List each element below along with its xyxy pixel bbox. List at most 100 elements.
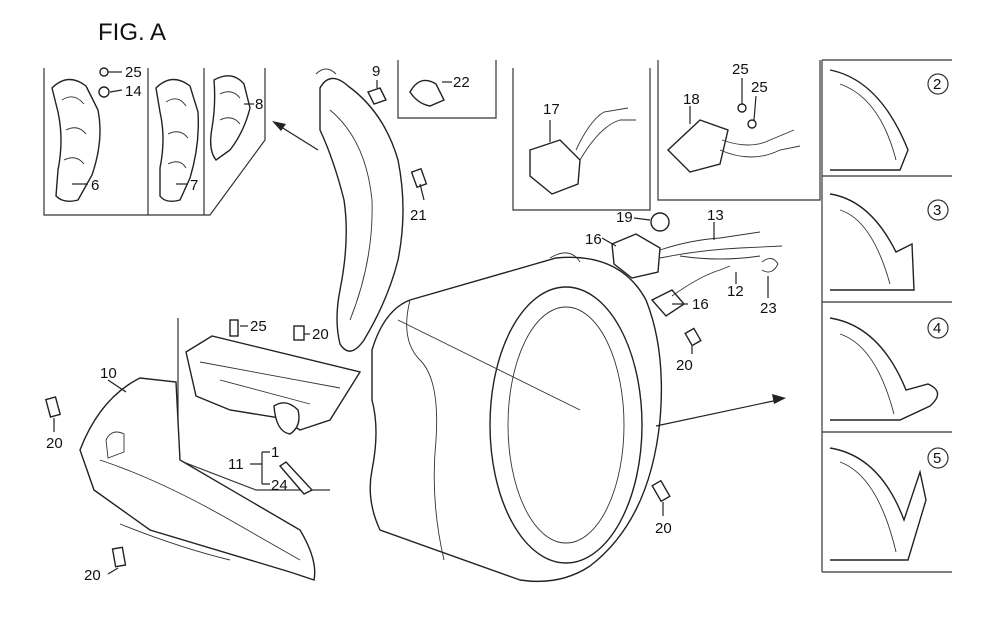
- clip-9-shape: [367, 87, 387, 105]
- leader-21: [419, 183, 425, 201]
- detail-2-marker: [927, 73, 949, 95]
- shroud-part-7-detail: [165, 98, 189, 169]
- detail-column: [821, 59, 952, 573]
- leader-10: [107, 379, 127, 393]
- bracket-plate: [185, 335, 362, 431]
- leader-16a: [601, 237, 617, 247]
- clip-22-shape: [409, 79, 445, 107]
- bolt-20-wiring: [684, 327, 702, 347]
- wire-harness-13: [659, 231, 783, 260]
- label-20-left: 20: [46, 435, 63, 452]
- switch-16-lower: [650, 289, 686, 317]
- detail-4-ring: [839, 333, 895, 415]
- upper-shroud-body: [319, 77, 404, 352]
- arrow-to-details-line: [655, 399, 779, 427]
- lower-cover-slot: [105, 431, 125, 459]
- figure-title: FIG. A: [98, 19, 166, 46]
- pin-24: [278, 461, 314, 495]
- label-18: 18: [683, 91, 700, 108]
- clip-9: [367, 80, 387, 105]
- bolt-21: [410, 167, 428, 189]
- arrow-to-inset-head: [272, 121, 286, 131]
- lower-cover-flange: [119, 523, 231, 561]
- housing-center-line: [397, 319, 581, 411]
- bolt-20-bracket: [293, 325, 305, 341]
- label-20-wiring: 20: [676, 357, 693, 374]
- bolt-20-left: [44, 396, 62, 418]
- lower-cover-body: [79, 377, 316, 581]
- label-20-housing: 20: [655, 520, 672, 537]
- shroud-part-6-detail: [61, 96, 87, 165]
- switch-17: [529, 139, 581, 195]
- detail-3-label: 3: [933, 202, 941, 219]
- grommet-14: [98, 86, 110, 98]
- housing-tab: [549, 252, 581, 263]
- label-19: 19: [616, 209, 633, 226]
- leader-20d: [107, 567, 119, 575]
- label-6: 6: [91, 177, 99, 194]
- inset-18-frame: [657, 60, 821, 201]
- bracket-assembly: [177, 318, 362, 495]
- label-23: 23: [760, 300, 777, 317]
- label-24: 24: [271, 477, 288, 494]
- unit-18: [666, 119, 729, 173]
- bolt-20-bottom: [111, 546, 127, 568]
- wiring-group: [601, 212, 783, 354]
- bracket-inset-frame: [177, 318, 330, 491]
- detail-5-drawing: [829, 447, 927, 561]
- label-22: 22: [453, 74, 470, 91]
- detail-4-label: 4: [933, 320, 941, 337]
- label-9: 9: [372, 63, 380, 80]
- lower-cover-edge: [99, 459, 301, 561]
- shroud-part-7: [155, 78, 199, 203]
- leader-11-bracket: [250, 451, 270, 485]
- unit-18-wires: [719, 129, 801, 158]
- bracket-boss: [273, 402, 300, 435]
- wire-harness-12: [671, 265, 731, 297]
- label-21: 21: [410, 207, 427, 224]
- inset-switch-17: [512, 68, 651, 211]
- fan-housing: [369, 252, 663, 583]
- detail-2-ring: [839, 83, 897, 161]
- leader-19: [633, 217, 651, 221]
- inset-22-frame: [397, 60, 497, 119]
- detail-4-marker: [927, 317, 949, 339]
- detail-3-drawing: [829, 193, 915, 291]
- lower-cover: [79, 377, 316, 581]
- inset-shroud-variants: [43, 67, 266, 216]
- label-10: 10: [100, 365, 117, 382]
- detail-5-marker: [927, 447, 949, 469]
- label-7: 7: [190, 177, 198, 194]
- arrow-to-inset-line: [277, 124, 319, 151]
- leader-14: [109, 89, 123, 93]
- inset-unit-18: [657, 60, 821, 201]
- label-25-c: 25: [751, 79, 768, 96]
- label-25-b: 25: [732, 61, 749, 78]
- label-11: 11: [228, 456, 244, 473]
- upper-shroud: [315, 68, 428, 352]
- label-20-bottom: 20: [84, 567, 101, 584]
- label-12: 12: [727, 283, 744, 300]
- screw-25-b: [737, 103, 747, 113]
- label-13: 13: [707, 207, 724, 224]
- housing-ring-outer: [489, 286, 643, 564]
- inset-17-frame: [512, 68, 651, 211]
- shroud-part-8-detail: [219, 91, 241, 125]
- detail-5-ring: [839, 461, 897, 553]
- screw-25-bracket: [229, 319, 239, 337]
- detail-5-label: 5: [933, 450, 941, 467]
- arrow-to-details-head: [772, 394, 786, 404]
- screw-25-inset: [99, 67, 109, 77]
- upper-shroud-tab: [315, 68, 337, 75]
- clip-23: [761, 258, 779, 273]
- screw-25-c: [747, 119, 757, 129]
- shroud-part-6: [51, 78, 101, 203]
- inset-frame-left: [43, 68, 266, 216]
- label-25-inset: 25: [125, 64, 142, 81]
- grommet-19: [650, 212, 670, 232]
- switch-17-wires: [575, 107, 636, 161]
- label-16-a: 16: [585, 231, 602, 248]
- inset-clip-22: [397, 60, 497, 119]
- detail-2-drawing: [829, 69, 909, 171]
